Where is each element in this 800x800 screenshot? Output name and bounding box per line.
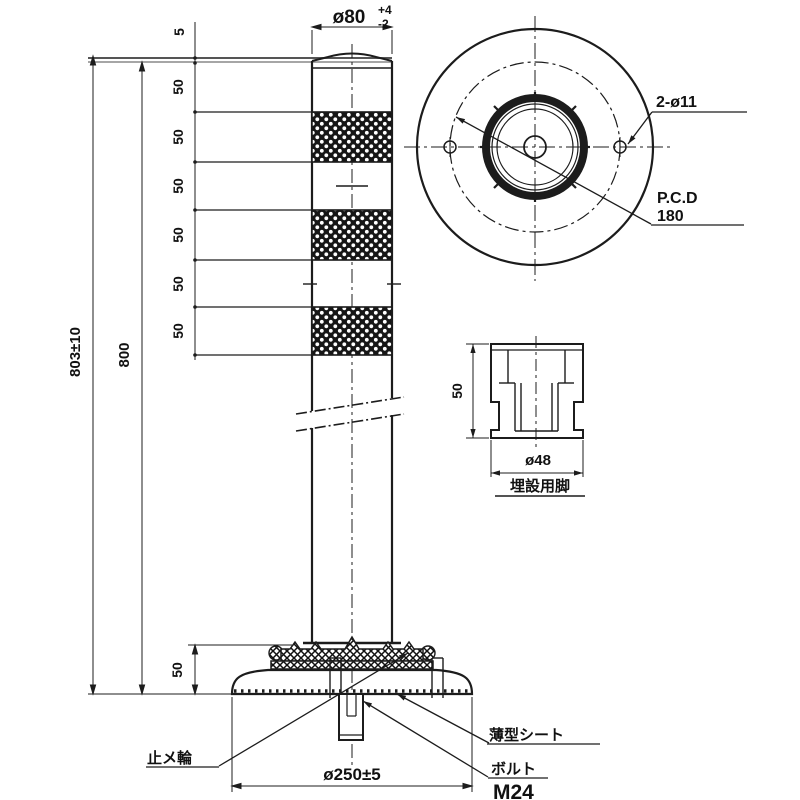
anchor-bolt (338, 693, 364, 741)
leader-bolt (362, 700, 489, 778)
dim-cap-5: 5 (171, 28, 187, 36)
chain-ticks (193, 56, 197, 357)
dim-seg-2: 50 (170, 129, 186, 145)
arrow (310, 23, 322, 31)
leader-thin-sheet (396, 693, 490, 744)
arrow (382, 23, 394, 31)
dim-pcd-value: 180 (657, 208, 684, 225)
leg-detail (466, 336, 585, 497)
dim-seg-6: 50 (170, 323, 186, 339)
base-slot-left (329, 657, 342, 698)
reflective-band-3 (311, 306, 393, 356)
label-bolt-size: M24 (493, 781, 534, 800)
top-view (404, 16, 747, 281)
reflective-band-2 (311, 209, 393, 261)
front-view-dimensions (88, 22, 474, 792)
dim-total-height: 803±10 (67, 327, 84, 377)
leg-outline (490, 343, 584, 439)
dim-body-height: 800 (116, 342, 133, 367)
dim-seg-5: 50 (170, 276, 186, 292)
text-labels: ø80 +4 -2 5 50 50 50 50 50 50 803±10 800… (67, 3, 698, 800)
label-thin-sheet: 薄型シート (489, 726, 564, 744)
base-slot-right (431, 657, 444, 698)
base-outline (230, 668, 474, 696)
leg-dim-diameter: ø48 (525, 452, 551, 469)
break-line-upper (295, 396, 405, 415)
reflective-band-1 (311, 111, 393, 163)
retaining-ring-flange (270, 660, 434, 670)
leader-pcd (455, 116, 652, 225)
dim-seg-3: 50 (170, 178, 186, 194)
retaining-ring-band (280, 635, 424, 662)
break-line-lower (295, 413, 405, 432)
segment-divider-lines (195, 111, 392, 356)
label-bolt: ボルト (491, 761, 536, 778)
leader-retaining-ring (218, 652, 409, 767)
dim-base-diameter: ø250±5 (323, 765, 381, 784)
dim-pcd-label: P.C.D (657, 190, 698, 207)
dim-top-tol-plus: +4 (378, 3, 392, 17)
dim-base-height: 50 (169, 662, 185, 678)
dim-seg-1: 50 (170, 79, 186, 95)
leg-caption: 埋設用脚 (510, 477, 570, 495)
leg-dim-height: 50 (449, 383, 465, 399)
label-retaining-ring: 止メ輪 (147, 749, 193, 767)
bottom-leaders (146, 652, 600, 779)
dim-top-diameter: ø80 (333, 7, 366, 28)
dim-top-tol-minus: -2 (378, 17, 389, 31)
dim-seg-4: 50 (170, 227, 186, 243)
front-view (88, 44, 474, 768)
dim-holes: 2-ø11 (656, 94, 697, 111)
